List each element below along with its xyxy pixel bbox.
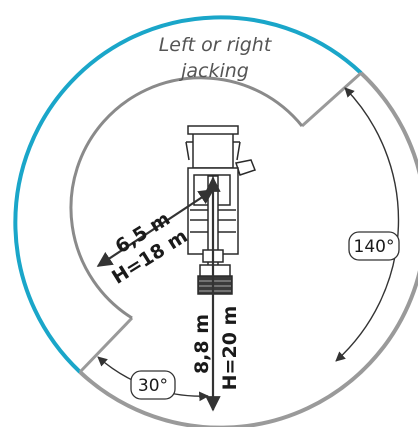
sector-boundary-right [300,71,363,128]
outer-gray-arc [78,71,418,427]
side-reach-arrow [96,189,215,267]
angle-140-label: 140° [354,237,395,257]
outer-reach-arc [13,15,363,374]
inner-reach-arc [69,76,304,320]
angle-badge-140: 140° [348,231,400,261]
angle-badge-30: 30° [130,370,176,400]
zone-label-line1: Left or right [159,34,273,56]
zone-label-line2: jacking [178,60,249,82]
machine-top-view [185,125,256,295]
rear-reach-radius-label: 8,8 m [191,314,213,374]
rear-reach-height-label: H=20 m [219,306,241,391]
sector-boundary-left [78,316,134,374]
angle-30-label: 30° [138,376,168,396]
angle-arc-140 [335,87,400,362]
